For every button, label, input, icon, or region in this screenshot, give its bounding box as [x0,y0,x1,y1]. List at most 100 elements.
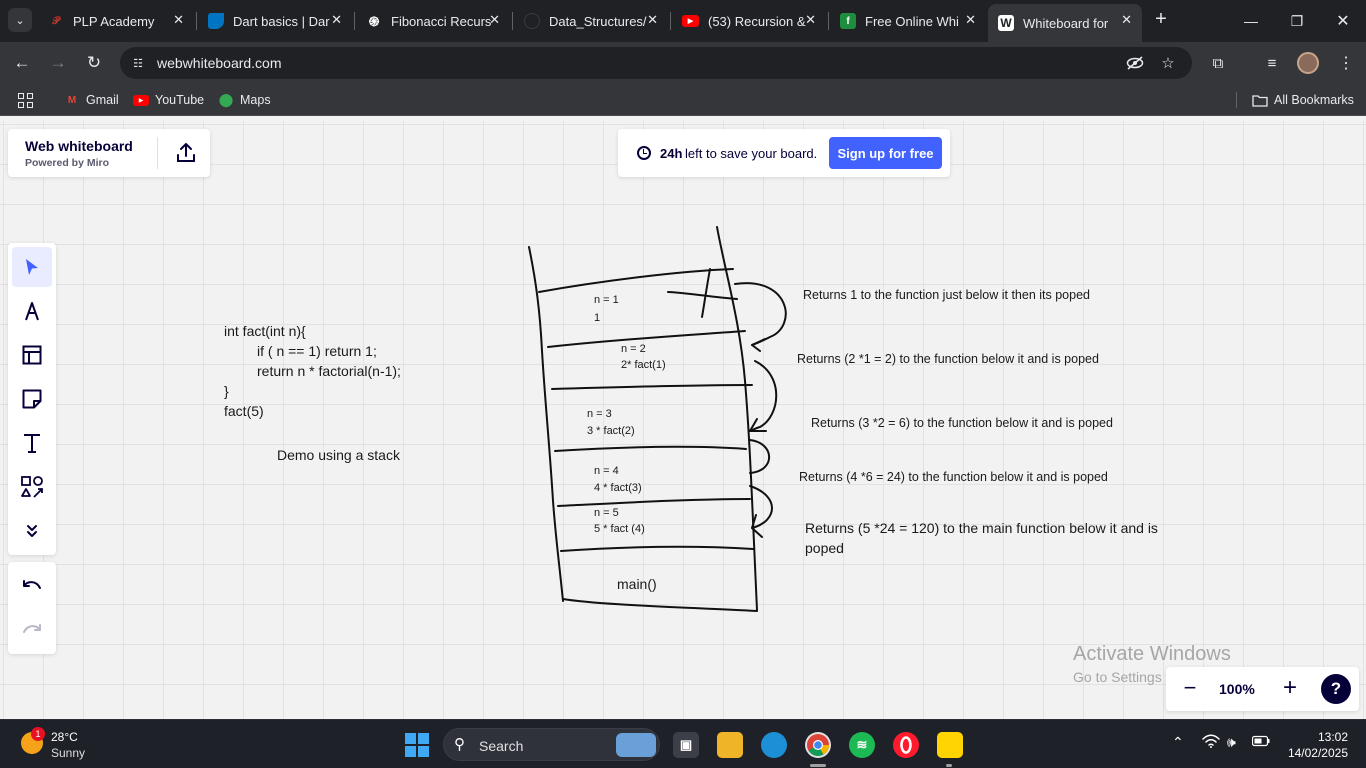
return-note: Returns (3 *2 = 6) to the function below… [811,416,1113,430]
text-tool-icon[interactable] [12,423,52,463]
zoom-in-button[interactable]: + [1282,674,1297,701]
active-app-indicator [810,764,826,767]
back-button[interactable]: ← [13,53,31,72]
redo-icon[interactable] [12,610,52,650]
tab-recursion-video[interactable]: ▶ (53) Recursion & ✕ [672,4,826,38]
sticky-note-icon[interactable] [12,379,52,419]
new-tab-button[interactable]: + [1155,8,1167,30]
reload-button[interactable]: ↻ [86,53,102,72]
profile-avatar[interactable] [1297,52,1319,74]
all-bookmarks-button[interactable]: All Bookmarks [1252,92,1354,108]
pen-tool-icon[interactable] [12,291,52,331]
opera-icon[interactable] [893,732,919,758]
shapes-tool-icon[interactable] [12,467,52,507]
close-window-button[interactable]: ✕ [1336,13,1350,30]
code-line: return n * factorial(n-1); [257,363,401,379]
close-tab-icon[interactable]: ✕ [1121,12,1132,27]
close-tab-icon[interactable]: ✕ [965,12,976,27]
tab-data-structures[interactable]: Data_Structures/ ✕ [514,4,668,38]
tab-free-online-whiteboard[interactable]: f Free Online Whi ✕ [830,4,986,38]
bookmark-label: YouTube [155,93,205,107]
minimize-button[interactable]: — [1244,13,1258,29]
forward-button[interactable]: → [49,53,67,72]
wifi-icon[interactable] [1202,734,1220,751]
taskbar-search[interactable]: ⚲ Search [443,728,660,761]
tab-title: Whiteboard for [1023,15,1109,31]
bookmark-maps[interactable]: ⬤ Maps [218,92,271,108]
tab-title: Dart basics | Dar [233,13,330,29]
url-text[interactable]: webwhiteboard.com [157,55,282,71]
volume-icon[interactable]: 🕪 [1227,734,1236,750]
eye-off-icon[interactable] [1125,53,1145,73]
demo-label: Demo using a stack [277,447,400,463]
undo-icon[interactable] [12,566,52,606]
return-note: Returns 1 to the function just below it … [803,288,1090,302]
more-tools-chevron-icon[interactable] [12,511,52,551]
windows-start-icon[interactable] [405,733,429,757]
tab-title: Free Online Whi [865,13,959,29]
spotify-icon[interactable]: ≋ [849,732,875,758]
zoom-out-button[interactable]: − [1183,675,1197,700]
tab-title: Fibonacci Recurs [391,13,492,29]
clock-date[interactable]: 14/02/2025 [1287,746,1348,760]
tab-search-button[interactable]: ⌄ [8,8,32,32]
bookmark-label: Gmail [86,93,119,107]
restore-button[interactable]: ❐ [1290,12,1304,29]
menu-kebab-icon[interactable]: ⋮ [1338,55,1354,72]
dart-icon [208,13,224,29]
hand-drawn-stack [528,226,787,612]
sign-up-button[interactable]: Sign up for free [829,137,942,169]
chrome-icon[interactable] [805,732,831,758]
edge-icon[interactable] [761,732,787,758]
bookmark-gmail[interactable]: M Gmail [64,92,119,108]
frame-n: n = 5 [594,507,619,519]
close-tab-icon[interactable]: ✕ [489,12,500,27]
frame-expr: 3 * fact(2) [587,425,635,437]
openai-icon: ֍ [368,14,380,29]
task-view-icon[interactable]: ▣ [673,732,699,758]
bookmark-star-icon[interactable]: ☆ [1161,55,1175,72]
close-tab-icon[interactable]: ✕ [805,12,816,27]
main-frame-label: main() [617,576,657,592]
tab-whiteboard-active[interactable]: W Whiteboard for ✕ [988,4,1142,42]
extensions-icon[interactable]: ⧉ [1212,54,1224,72]
clock-time[interactable]: 13:02 [1317,730,1348,744]
file-explorer-icon[interactable] [717,732,743,758]
tab-fibonacci[interactable]: ֍ Fibonacci Recurs ✕ [356,4,510,38]
help-icon[interactable]: ? [1321,674,1351,704]
template-frame-icon[interactable] [12,335,52,375]
site-info-icon[interactable]: ☷ [133,57,143,70]
all-bookmarks-label: All Bookmarks [1274,93,1354,107]
bookmarks-bar: M Gmail ▶ YouTube ⬤ Maps All Bookmarks [0,84,1366,116]
frame-expr: 2* fact(1) [621,359,666,371]
frame-n: n = 2 [621,343,646,355]
apps-grid-icon[interactable] [18,92,33,108]
return-note: poped [805,540,844,556]
logo-card: Web whiteboard Powered by Miro [8,129,210,177]
battery-icon[interactable] [1251,734,1270,750]
github-icon [524,13,540,29]
bookmark-youtube[interactable]: ▶ YouTube [133,92,204,108]
select-cursor-icon[interactable] [12,247,52,287]
search-highlight-icon [616,733,656,757]
frame-expr: 4 * fact(3) [594,482,642,494]
close-tab-icon[interactable]: ✕ [331,12,342,27]
gmail-icon: M [67,94,77,106]
show-hidden-icons-chevron[interactable]: ⌃ [1172,734,1184,750]
powered-by[interactable]: Powered by Miro [25,157,110,169]
sticky-notes-icon[interactable] [937,732,963,758]
tab-plp-academy[interactable]: 𝒫 PLP Academy ✕ [38,4,194,38]
share-upload-icon[interactable] [174,141,198,165]
browser-toolbar: ← → ↻ ☷ webwhiteboard.com ☆ ⧉ ≡ ⋮ [0,42,1366,84]
close-tab-icon[interactable]: ✕ [647,12,658,27]
return-note: Returns (2 *1 = 2) to the function below… [797,352,1099,366]
whiteboard-canvas[interactable]: int fact(int n){ if ( n == 1) return 1; … [0,121,1366,719]
notification-badge: 1 [31,727,45,741]
media-control-icon[interactable]: ≡ [1267,54,1277,72]
save-message: left to save your board. [685,146,818,161]
tab-dart-basics[interactable]: Dart basics | Dar ✕ [198,4,352,38]
address-bar[interactable]: ☷ webwhiteboard.com ☆ [120,47,1192,79]
code-line: } [224,383,229,399]
close-tab-icon[interactable]: ✕ [173,12,184,27]
zoom-level[interactable]: 100% [1219,681,1255,697]
